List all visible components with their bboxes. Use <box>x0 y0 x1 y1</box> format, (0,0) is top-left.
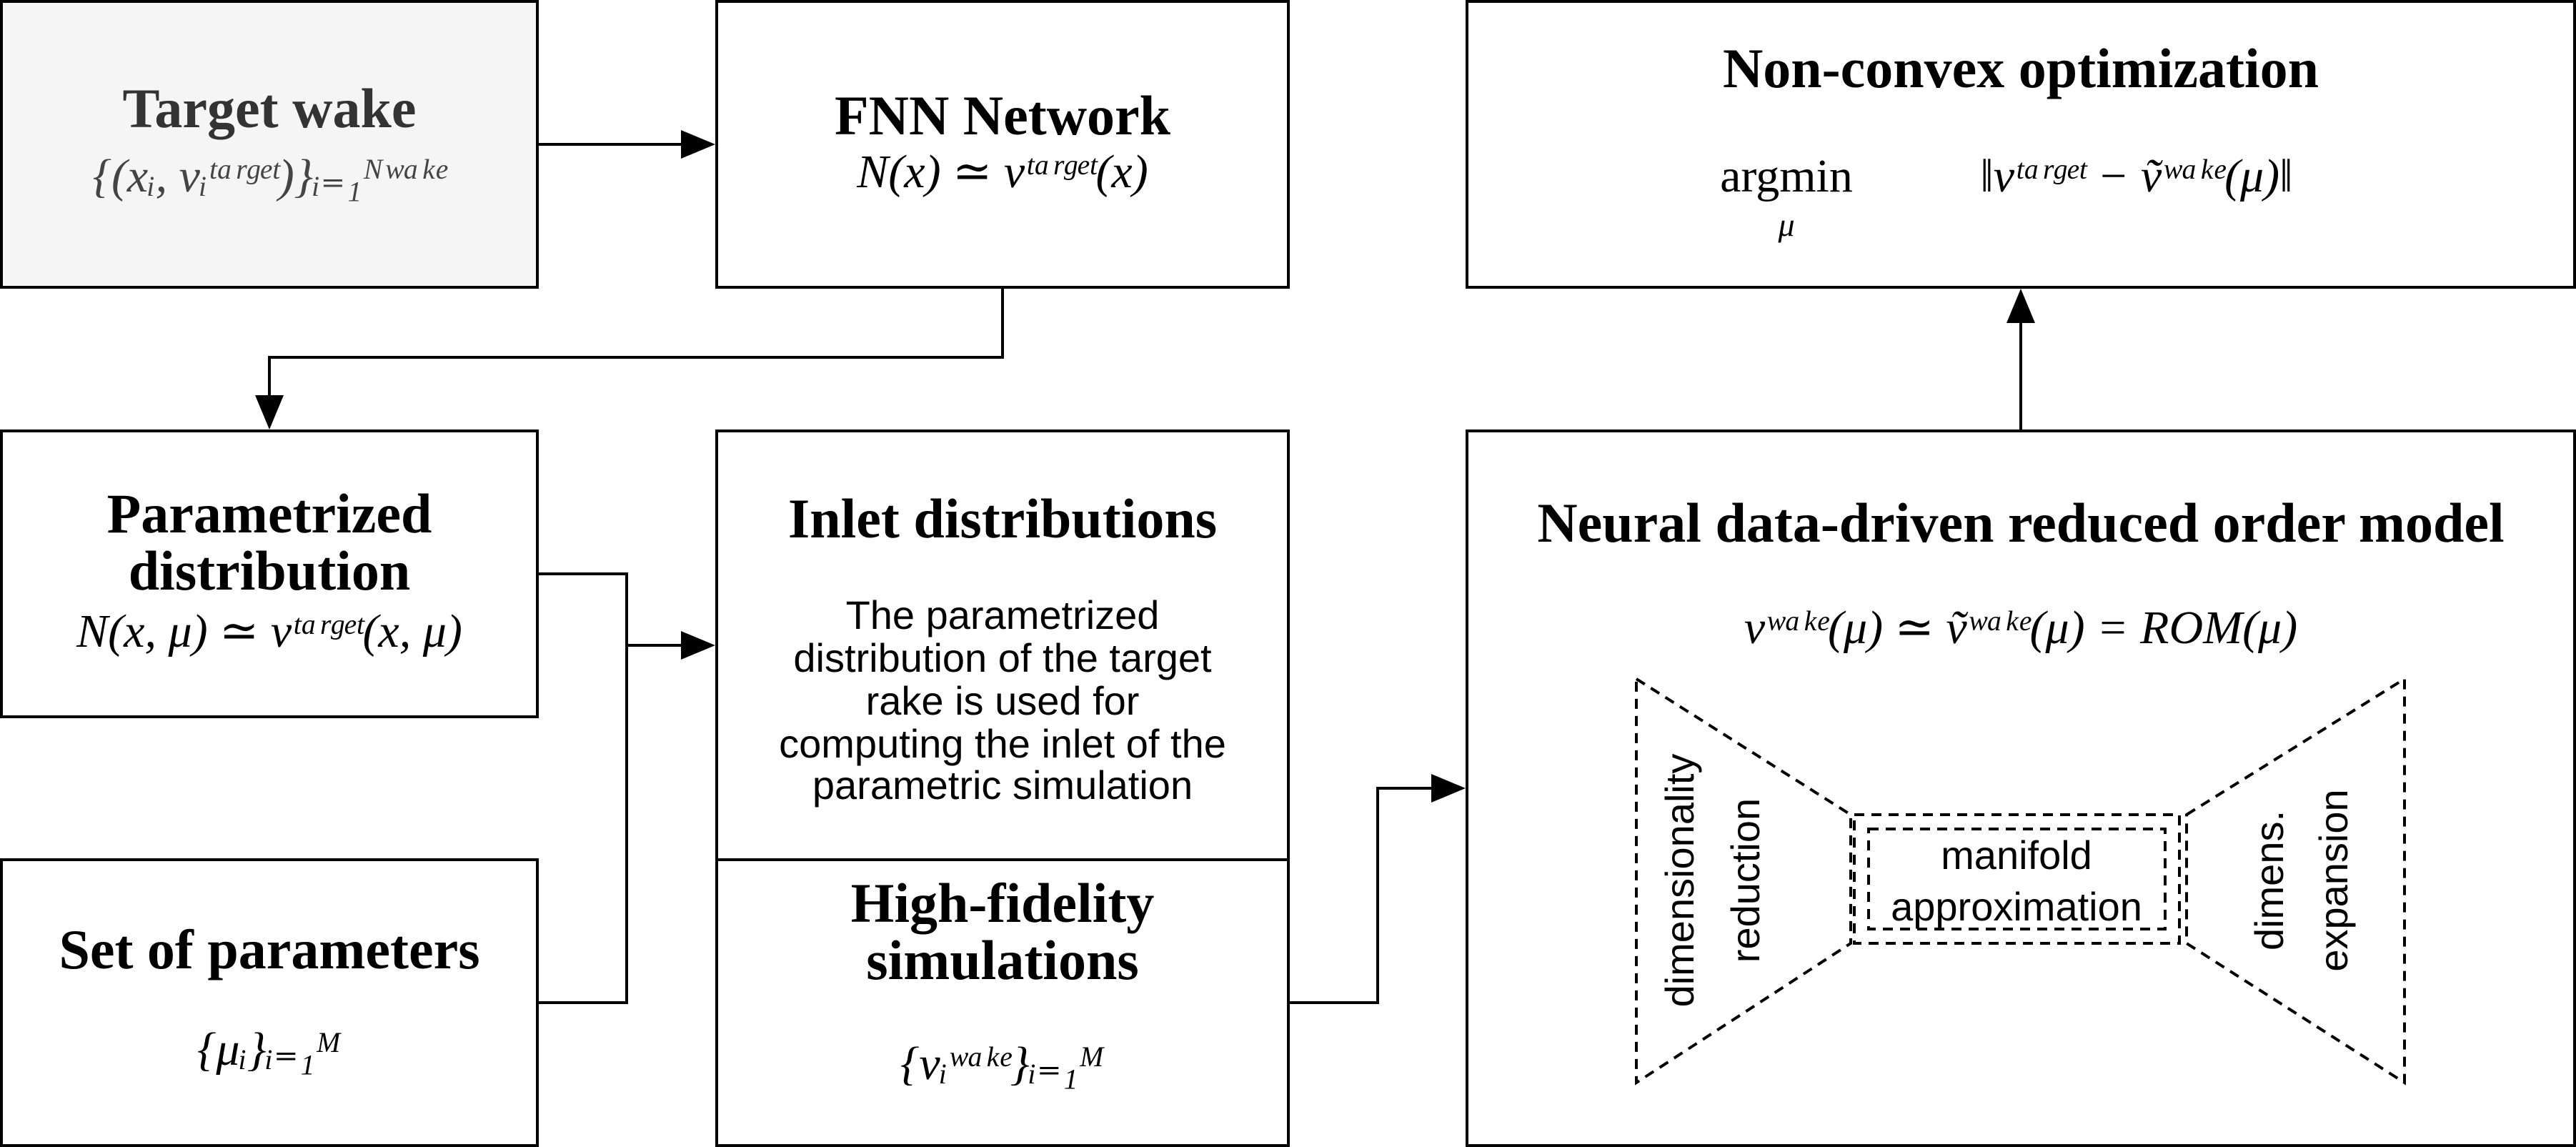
parametrized-formula: N(x, μ) ≃ vᵗᵃʳᵍᵉᵗ(x, μ) <box>76 605 462 657</box>
decoder-label-line2: expansion <box>2311 789 2356 971</box>
arrow-fnn-to-parametrized <box>255 287 1004 429</box>
target-wake-title: Target wake <box>123 77 417 139</box>
inlet-title: Inlet distributions <box>788 487 1217 550</box>
encoder-trapezoid <box>1635 676 1852 1086</box>
line-parametrized-to-merge <box>537 572 628 645</box>
encoder-label-line1: dimensionality <box>1657 754 1702 1008</box>
manifold-label-line1: manifold <box>1941 833 2092 878</box>
arrow-hifi-to-rom <box>1288 774 1466 1004</box>
argmin-operator: argmin <box>1720 150 1853 202</box>
hifi-title-line2: simulations <box>866 929 1138 991</box>
optimization-box: Non-convex optimization argmin μ ‖vᵗᵃʳᵍᵉ… <box>1466 0 2576 289</box>
fnn-network-title: FNN Network <box>835 84 1171 147</box>
inlet-desc-line3: rake is used for <box>866 678 1140 723</box>
fnn-network-box: FNN Network N(x) ≃ vᵗᵃʳᵍᵉᵗ(x) <box>715 0 1290 289</box>
inlet-desc-line1: The parametrized <box>846 592 1160 637</box>
optimization-objective: ‖vᵗᵃʳᵍᵉᵗ − ṽʷᵃᵏᵉ(μ)‖ <box>1980 150 2292 202</box>
inlet-desc-line4: computing the inlet of the <box>779 721 1226 766</box>
fnn-network-formula: N(x) ≃ vᵗᵃʳᵍᵉᵗ(x) <box>856 146 1148 198</box>
manifold-label-line2: approximation <box>1891 884 2142 929</box>
parameters-formula: {μᵢ}ᵢ₌₁ᴹ <box>197 1023 342 1076</box>
argmin-subscript: μ <box>1777 207 1794 243</box>
parameters-title: Set of parameters <box>59 918 479 980</box>
parametrized-title-line2: distribution <box>129 540 410 602</box>
manifold-inner-box <box>1867 828 2167 930</box>
encoder-label-line2: reduction <box>1723 798 1768 963</box>
rom-title: Neural data-driven reduced order model <box>1537 492 2504 554</box>
decoder-trapezoid <box>2185 676 2406 1086</box>
target-wake-box: Target wake {(xᵢ, vᵢᵗᵃʳᵍᵉᵗ)}ᵢ₌₁ᴺʷᵃᵏᵉ <box>0 0 539 289</box>
parametrized-distribution-box: Parametrized distribution N(x, μ) ≃ vᵗᵃʳ… <box>0 429 539 718</box>
manifold-box <box>1853 813 2181 945</box>
rom-formula: vʷᵃᵏᵉ(μ) ≃ ṽʷᵃᵏᵉ(μ) = ROM(μ) <box>1744 602 2297 654</box>
inlet-desc-line5: parametric simulation <box>812 763 1193 808</box>
target-wake-formula: {(xᵢ, vᵢᵗᵃʳᵍᵉᵗ)}ᵢ₌₁ᴺʷᵃᵏᵉ <box>93 150 449 202</box>
inlet-distributions-box: Inlet distributions The parametrized dis… <box>715 429 1290 861</box>
optimization-title: Non-convex optimization <box>1723 37 2319 99</box>
parameters-box: Set of parameters {μᵢ}ᵢ₌₁ᴹ <box>0 858 539 1147</box>
hifi-formula: {vᵢʷᵃᵏᵉ}ᵢ₌₁ᴹ <box>900 1038 1105 1090</box>
parametrized-title-line1: Parametrized <box>107 482 432 545</box>
rom-box: Neural data-driven reduced order model v… <box>1466 429 2576 1147</box>
inlet-desc-line2: distribution of the target <box>793 635 1212 680</box>
hifi-title-line1: High-fidelity <box>851 872 1155 934</box>
line-parameters-to-merge <box>537 645 628 1004</box>
high-fidelity-box: High-fidelity simulations {vᵢʷᵃᵏᵉ}ᵢ₌₁ᴹ <box>715 858 1290 1147</box>
decoder-label-line1: dimens. <box>2247 810 2292 950</box>
